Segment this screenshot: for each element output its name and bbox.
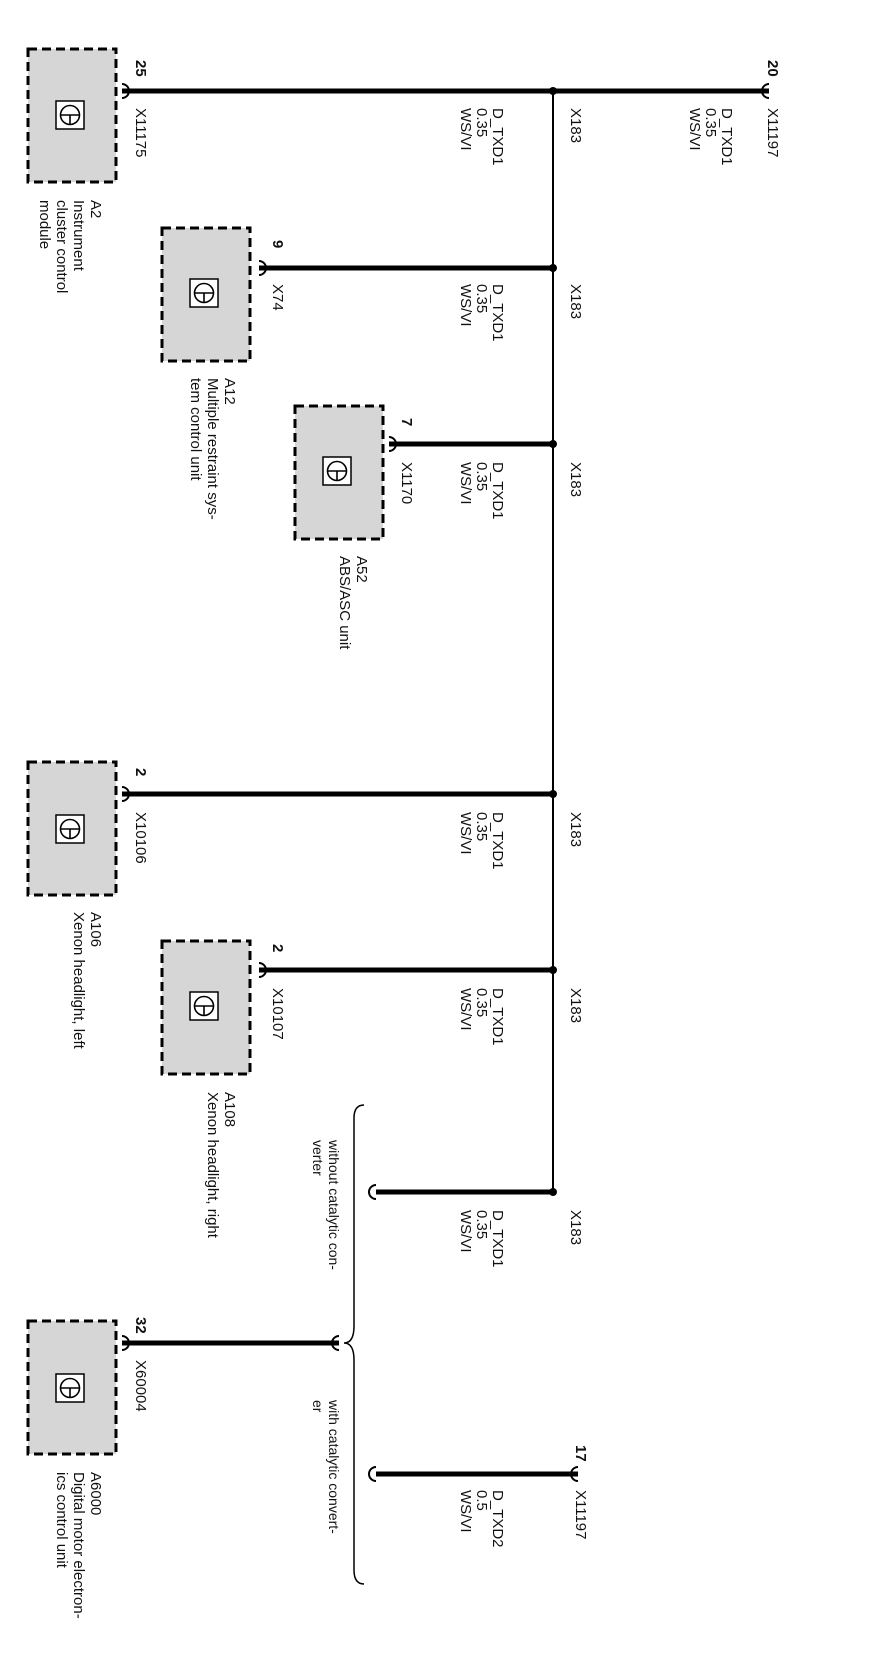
splice-label-a12: X183 [567, 284, 584, 320]
pin-number-a6000: 32 [132, 1317, 149, 1334]
splice-label-a108: X183 [567, 988, 584, 1024]
wire-info-with: D_TXD2 0.5 WS/VI [457, 1490, 506, 1548]
wire-info-without: D_TXD1 0.35 WS/VI [457, 1210, 506, 1268]
connector-label-a108: X10107 [269, 988, 286, 1040]
pin-number-with: 17 [572, 1445, 589, 1462]
component-label-a52: A52 ABS/ASC unit [336, 556, 370, 650]
component-label-a106: A106 Xenon headlight, left [70, 912, 104, 1049]
pin-number-top: 20 [764, 60, 781, 77]
pin-number-a108: 2 [269, 944, 286, 953]
pin-number-a52: 7 [398, 418, 415, 427]
note-without-catalytic: without catalytic con- verter [310, 1140, 342, 1270]
splice-label-a2: X183 [567, 108, 584, 144]
component-label-a2: A2 Instrument cluster control module [36, 200, 104, 294]
splice-label-without: X183 [567, 1210, 584, 1246]
module-a108 [160, 939, 252, 1076]
pin-number-a106: 2 [132, 768, 149, 777]
splice-label-a106: X183 [567, 812, 584, 848]
wire-info-top: D_TXD1 0.35 WS/VI [686, 108, 735, 166]
component-label-a12: A12 Multiple restraint sys- tem control … [187, 378, 238, 520]
component-label-a6000: A6000 Digital motor electron- ics contro… [53, 1472, 104, 1619]
variant-brace [343, 1104, 365, 1585]
pin-number-a2: 25 [132, 60, 149, 77]
wire-info-a2: D_TXD1 0.35 WS/VI [457, 108, 506, 166]
wire-info-a108: D_TXD1 0.35 WS/VI [457, 988, 506, 1046]
splice-label-a52: X183 [567, 462, 584, 498]
connector-label-a106: X10106 [132, 812, 149, 864]
connector-pins [121, 83, 770, 1482]
connector-label-with: X11197 [572, 1490, 589, 1540]
wire-info-a52: D_TXD1 0.35 WS/VI [457, 462, 506, 520]
connector-label-a2: X11175 [132, 108, 149, 158]
pin-number-a12: 9 [269, 240, 286, 249]
connector-label-a52: X1170 [398, 462, 415, 505]
module-a6000 [26, 1319, 118, 1456]
module-a106 [26, 760, 118, 897]
note-with-catalytic: with catalytic convert- er [310, 1400, 342, 1534]
component-label-a108: A108 Xenon headlight, right [204, 1092, 238, 1238]
connector-label-a6000: X60004 [132, 1360, 149, 1412]
splice-dots [549, 87, 557, 1196]
wire-info-a106: D_TXD1 0.35 WS/VI [457, 812, 506, 870]
wire-info-a12: D_TXD1 0.35 WS/VI [457, 284, 506, 342]
module-a2 [26, 47, 118, 184]
module-a12 [160, 226, 252, 363]
connector-label-top: X11197 [764, 108, 781, 158]
connector-label-a12: X74 [269, 284, 286, 311]
module-a52 [293, 404, 385, 541]
